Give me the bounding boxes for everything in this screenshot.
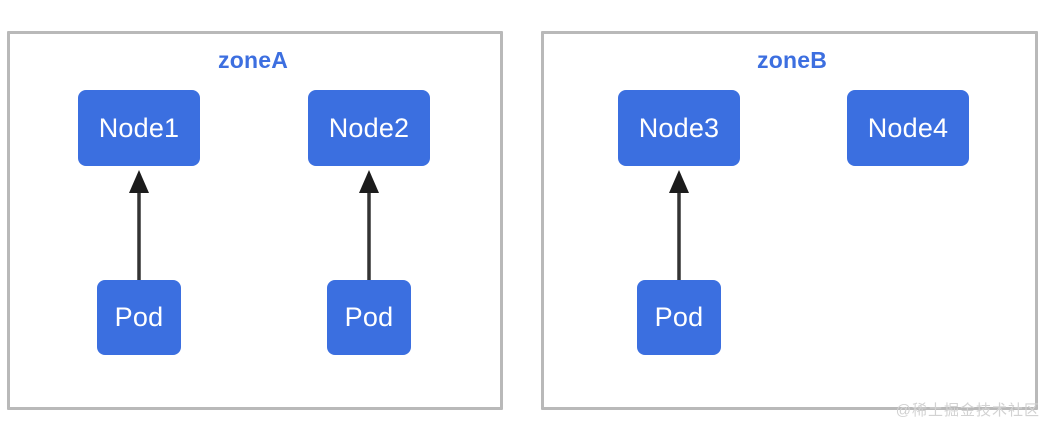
pod-box-pod1: Pod xyxy=(97,280,181,355)
arrow-pod3-to-node3 xyxy=(669,170,689,282)
pod-box-pod2: Pod xyxy=(327,280,411,355)
pod-box-pod3: Pod xyxy=(637,280,721,355)
zone-container-zonea xyxy=(7,31,503,410)
zone-label-zoneb: zoneB xyxy=(757,47,827,73)
zone-container-zoneb xyxy=(541,31,1038,410)
node-box-node2: Node2 xyxy=(308,90,430,166)
arrow-pod2-to-node2 xyxy=(359,170,379,282)
node-box-node1: Node1 xyxy=(78,90,200,166)
watermark-text: @稀土掘金技术社区 xyxy=(895,402,1040,419)
node-box-node4: Node4 xyxy=(847,90,969,166)
zone-label-zonea: zoneA xyxy=(218,47,288,73)
node-box-node3: Node3 xyxy=(618,90,740,166)
arrow-pod1-to-node1 xyxy=(129,170,149,282)
